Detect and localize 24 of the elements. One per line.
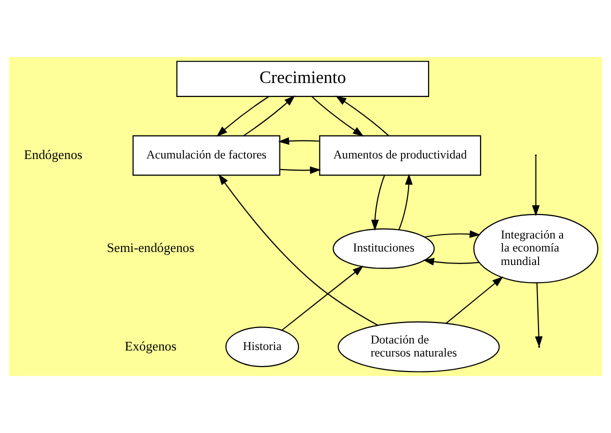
- arrow: [282, 266, 364, 331]
- arrow: [218, 174, 378, 326]
- arrow: [424, 230, 481, 238]
- arrow: [278, 137, 320, 145]
- node-ellipse: Dotación de recursos naturales: [338, 321, 500, 372]
- node-ellipse: Integración a la economía mundial: [473, 214, 598, 284]
- node-box: Acumulación de factores: [132, 135, 280, 176]
- label: Endógenos: [24, 146, 82, 162]
- node-box: Aumentos de productividad: [319, 135, 482, 176]
- node-box: Crecimiento: [176, 60, 430, 97]
- node-ellipse: Historia: [225, 326, 300, 368]
- arrow: [398, 174, 413, 230]
- arrow: [532, 156, 540, 216]
- arrow: [423, 258, 480, 266]
- arrow: [244, 95, 296, 136]
- arrow: [371, 175, 385, 231]
- arrow: [446, 276, 504, 324]
- label: Exógenos: [124, 338, 176, 354]
- arrow: [534, 282, 543, 348]
- arrow: [335, 96, 389, 136]
- arrow: [216, 96, 270, 137]
- arrow: [311, 96, 364, 136]
- label: Semi-endógenos: [106, 240, 194, 256]
- arrow: [280, 166, 321, 174]
